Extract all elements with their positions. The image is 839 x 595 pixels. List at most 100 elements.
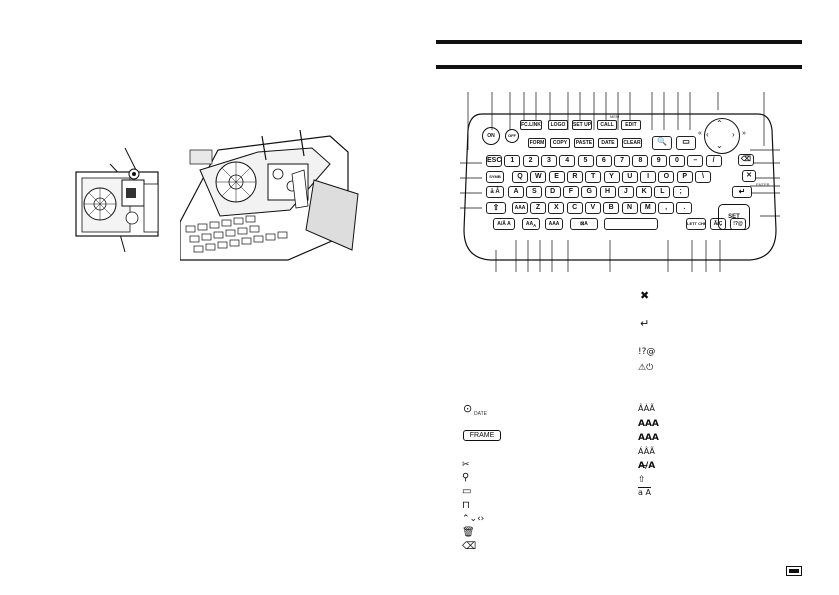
z-row-key-4[interactable]: B: [603, 202, 620, 214]
number-key-6[interactable]: 6: [595, 155, 612, 167]
on-button[interactable]: ON: [482, 127, 500, 145]
set-up-key[interactable]: SET UP: [572, 120, 592, 130]
off-button[interactable]: OFF: [505, 129, 519, 143]
q-row-key-4[interactable]: T: [585, 171, 602, 183]
copy-key[interactable]: COPY: [550, 138, 570, 148]
number-key-12[interactable]: /: [705, 155, 722, 167]
call-key[interactable]: CALL: [597, 120, 617, 130]
number-key-5[interactable]: 5: [577, 155, 594, 167]
q-row-key-2[interactable]: E: [548, 171, 565, 183]
close-key[interactable]: ✕: [742, 170, 756, 182]
preview-key[interactable]: ▭: [676, 136, 696, 150]
cursor-right-icon[interactable]: ›: [732, 130, 735, 139]
a-row-key-9[interactable]: ;: [672, 186, 689, 198]
set-button[interactable]: SET: [718, 204, 750, 230]
number-key-2[interactable]: 2: [522, 155, 539, 167]
paste-key[interactable]: PASTE: [574, 138, 594, 148]
z-row-key-2[interactable]: C: [566, 202, 583, 214]
page-left-icon: «: [698, 130, 702, 137]
clear-key[interactable]: CLEAR: [622, 138, 642, 148]
preview-icon: ▭: [682, 137, 690, 146]
date-key[interactable]: DATE: [598, 138, 618, 148]
cut-icon: ✂: [462, 460, 470, 470]
size-legend-icon: AAA: [638, 433, 659, 443]
number-key-9[interactable]: 9: [650, 155, 667, 167]
style-key[interactable]: AAA: [545, 218, 563, 230]
page-marker: [786, 566, 802, 576]
z-row-key-0[interactable]: Z: [530, 202, 546, 214]
number-key-10[interactable]: 0: [669, 155, 685, 167]
number-key-7[interactable]: 7: [614, 155, 631, 167]
enter-label: ENTER: [756, 182, 770, 187]
close-icon: ✖: [640, 289, 650, 302]
tape-cassette-illustration: [75, 147, 159, 253]
delete-key[interactable]: ⌫: [738, 154, 754, 166]
size-key[interactable]: AAA: [522, 218, 540, 230]
aaa-key[interactable]: AAA: [512, 202, 528, 214]
q-row-key-6[interactable]: U: [621, 171, 638, 183]
cursor-down-icon[interactable]: ⌄: [716, 141, 723, 150]
cursor-icon: ⌃⌄‹›: [462, 514, 485, 524]
a-row-key-3[interactable]: F: [562, 186, 579, 198]
number-key-3[interactable]: 3: [540, 155, 557, 167]
q-row-key-3[interactable]: R: [566, 171, 583, 183]
shift-icon: ⇧: [638, 475, 646, 485]
enter-key[interactable]: ↵: [732, 186, 752, 198]
caps-key[interactable]: ā Ā: [486, 186, 504, 198]
backspace-icon: ⌫: [462, 541, 477, 552]
z-row-key-6[interactable]: M: [639, 202, 656, 214]
cursor-up-icon[interactable]: ⌃: [716, 119, 723, 128]
number-key-8[interactable]: 8: [632, 155, 649, 167]
number-key-4[interactable]: 4: [559, 155, 576, 167]
q-row-key-0[interactable]: Q: [512, 171, 528, 183]
q-row-key-8[interactable]: O: [658, 171, 675, 183]
shift-icon: ⇧: [492, 203, 500, 212]
feed-icon: ▭: [462, 486, 472, 497]
z-row-key-3[interactable]: V: [584, 202, 601, 214]
trash-icon: 🗑: [462, 527, 475, 538]
z-row-key-7[interactable]: ,: [658, 202, 675, 214]
a-row-key-5[interactable]: H: [599, 186, 616, 198]
logo-key[interactable]: LOGO: [548, 120, 568, 130]
header-band-bottom: [436, 65, 802, 69]
memory-label: MEM: [610, 114, 620, 119]
a-row-key-6[interactable]: J: [617, 186, 634, 198]
symbol-legend-icon: !?@: [638, 347, 656, 357]
printer-illustration: [180, 130, 359, 261]
fc-link-key[interactable]: FC.LINK: [520, 120, 542, 130]
z-row-key-1[interactable]: X: [548, 202, 565, 214]
q-row-key-7[interactable]: I: [640, 171, 657, 183]
cursor-left-icon[interactable]: ‹: [706, 130, 709, 139]
search-key[interactable]: 🔍: [652, 136, 672, 150]
number-key-11[interactable]: –: [687, 155, 704, 167]
symbol-key[interactable]: SYMB: [486, 171, 504, 183]
frame-style-key[interactable]: ⊠A: [570, 218, 598, 230]
a-row-key-4[interactable]: G: [581, 186, 598, 198]
keyboard-outline: [460, 92, 780, 272]
convert-key[interactable]: LETT CHR: [686, 218, 706, 230]
shift-key[interactable]: ⇧: [486, 202, 506, 214]
search-icon: ⚲: [462, 472, 470, 483]
font-size-key[interactable]: A/Ā A: [493, 218, 515, 230]
a-row-key-0[interactable]: A: [508, 186, 524, 198]
space-key[interactable]: [604, 218, 658, 230]
form-key[interactable]: FORM: [528, 138, 546, 148]
a-row-key-2[interactable]: D: [544, 186, 561, 198]
z-row-key-8[interactable]: .: [676, 202, 693, 214]
number-key-0[interactable]: ESC: [486, 155, 502, 167]
q-row-key-5[interactable]: Y: [603, 171, 620, 183]
q-row-key-1[interactable]: W: [530, 171, 547, 183]
caps-legend-icon: a A: [638, 488, 651, 497]
edit-key[interactable]: EDIT: [621, 120, 641, 130]
number-key-1[interactable]: 1: [504, 155, 521, 167]
q-row-key-10[interactable]: \: [695, 171, 711, 183]
a-row-key-1[interactable]: S: [526, 186, 543, 198]
cursor-pad[interactable]: [704, 118, 740, 154]
a-row-key-7[interactable]: K: [636, 186, 653, 198]
z-row-key-5[interactable]: N: [621, 202, 638, 214]
q-row-key-9[interactable]: P: [676, 171, 693, 183]
print-icon: ⊓: [462, 500, 470, 511]
a-row-key-8[interactable]: L: [654, 186, 671, 198]
header-band-top: [436, 40, 802, 44]
backspace-icon: ⌫: [741, 156, 751, 163]
